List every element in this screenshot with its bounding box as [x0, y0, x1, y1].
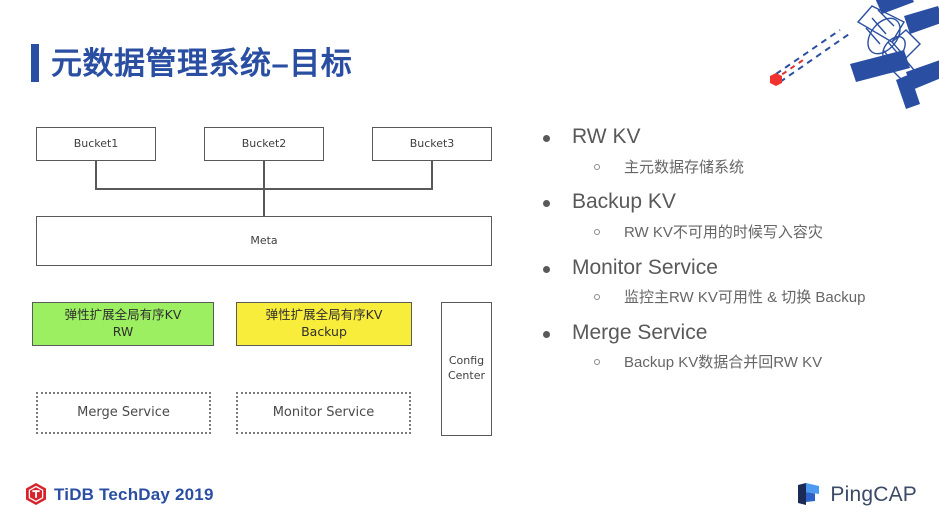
sub-bullet-backup-kv-0: RW KV不可用的时候写入容灾	[534, 222, 934, 244]
kv-backup-line1: 弹性扩展全局有序KV	[265, 307, 383, 323]
diagram-box-meta: Meta	[36, 216, 492, 266]
config-center-line1: Config	[448, 354, 485, 368]
bucket1-label: Bucket1	[73, 137, 119, 151]
merge-service-label: Merge Service	[77, 404, 170, 420]
diagram-box-monitor-service: Monitor Service	[236, 392, 411, 434]
title-text: 元数据管理系统–目标	[51, 45, 353, 81]
architecture-diagram: Bucket1 Bucket2 Bucket3 Meta 弹性扩展全局有序KV …	[0, 0, 520, 470]
tidb-hexagon-icon	[26, 483, 46, 505]
meta-label: Meta	[250, 234, 278, 248]
red-node-icon	[770, 73, 782, 86]
connector-bucket1	[95, 161, 97, 189]
sub-bullet-monitor-service-0: 监控主RW KV可用性 & 切换 Backup	[534, 287, 934, 309]
connector-horizontal-bar	[95, 188, 433, 190]
bullet-list: RW KV 主元数据存储系统 Backup KV RW KV不可用的时候写入容灾…	[534, 125, 934, 386]
page-title: 元数据管理系统–目标	[31, 44, 352, 82]
bullet-merge-service: Merge Service	[534, 321, 934, 345]
config-center-label: Config Center	[448, 354, 485, 384]
kv-backup-label: 弹性扩展全局有序KV Backup	[266, 307, 383, 341]
tidb-techday-label: TiDB TechDay 2019	[54, 484, 214, 504]
sub-bullet-rw-kv-0: 主元数据存储系统	[534, 157, 934, 179]
bullet-rw-kv: RW KV	[534, 125, 934, 149]
kv-backup-line2: Backup	[301, 324, 347, 339]
pingcap-logo-icon	[798, 483, 820, 505]
kv-rw-line1: 弹性扩展全局有序KV	[64, 307, 182, 323]
footer-branding-tidb: TiDB TechDay 2019	[24, 482, 214, 506]
monitor-service-label: Monitor Service	[272, 404, 375, 420]
connector-bucket3	[431, 161, 433, 189]
diagram-box-merge-service: Merge Service	[36, 392, 211, 434]
diagram-box-kv-rw: 弹性扩展全局有序KV RW	[32, 302, 214, 346]
bucket2-label: Bucket2	[241, 137, 287, 151]
diagram-box-bucket3: Bucket3	[372, 127, 492, 161]
diagram-box-bucket2: Bucket2	[204, 127, 324, 161]
kv-rw-line2: RW	[112, 324, 134, 339]
diagram-box-bucket1: Bucket1	[36, 127, 156, 161]
kv-rw-label: 弹性扩展全局有序KV RW	[65, 307, 182, 341]
diagram-box-kv-backup: 弹性扩展全局有序KV Backup	[236, 302, 412, 346]
pingcap-label: PingCAP	[830, 482, 917, 506]
satellite-illustration	[770, 0, 939, 109]
diagram-box-config-center: Config Center	[441, 302, 492, 436]
footer-branding-pingcap: PingCAP	[795, 480, 917, 508]
bullet-monitor-service: Monitor Service	[534, 256, 934, 280]
title-accent-bar	[31, 44, 39, 82]
bucket3-label: Bucket3	[409, 137, 455, 151]
config-center-line2: Center	[447, 369, 486, 382]
sub-bullet-merge-service-0: Backup KV数据合并回RW KV	[534, 352, 934, 374]
bullet-backup-kv: Backup KV	[534, 190, 934, 214]
